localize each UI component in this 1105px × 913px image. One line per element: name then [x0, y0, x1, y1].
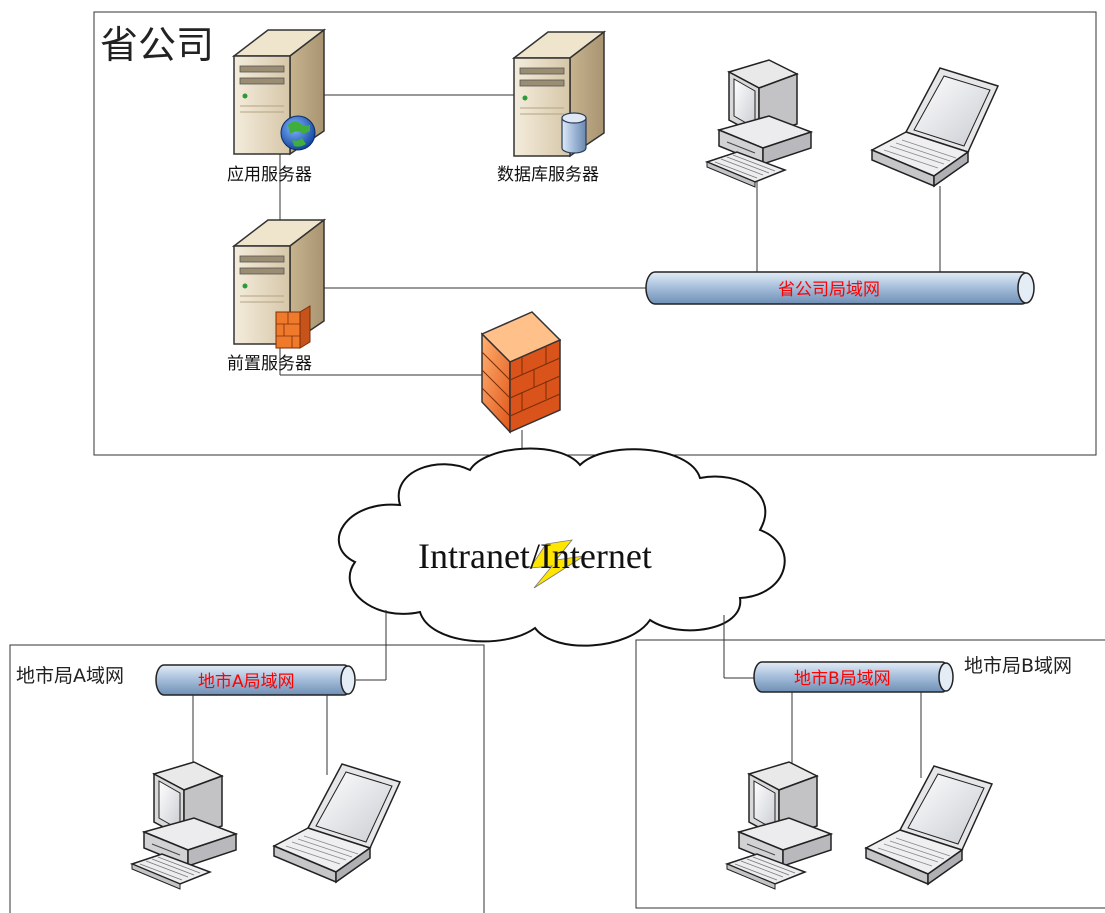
city-b-frame — [635, 639, 1105, 909]
database-server-label: 数据库服务器 — [497, 165, 599, 185]
province-desktop-icon[interactable] — [706, 59, 812, 188]
cloud-label: Intranet/Internet — [418, 536, 652, 576]
city-b-links — [791, 692, 922, 778]
province-lan-label: 省公司局域网 — [778, 280, 880, 300]
city-b-title: 地市局B域网 — [964, 655, 1072, 677]
city-b-lan-pipe — [753, 661, 954, 693]
database-server-icon[interactable] — [513, 31, 605, 157]
city-a-desktop-icon[interactable] — [131, 761, 237, 890]
city-b-lan-label: 地市B局域网 — [794, 669, 891, 689]
city-a-frame — [9, 644, 485, 913]
app-server-label: 应用服务器 — [227, 165, 312, 185]
firewall-icon[interactable] — [480, 311, 562, 434]
lightning-bolt-icon — [529, 539, 585, 589]
city-a-title: 地市局A域网 — [16, 665, 124, 687]
province-laptop-icon[interactable] — [871, 67, 999, 187]
province-lan-pipe — [645, 271, 1035, 305]
province-title: 省公司 — [100, 23, 214, 67]
city-a-lan-pipe — [155, 664, 356, 696]
city-a-lan-label: 地市A局域网 — [198, 672, 295, 692]
city-a-laptop-icon[interactable] — [273, 763, 401, 883]
app-server-icon[interactable] — [233, 29, 325, 155]
front-server-icon[interactable] — [233, 219, 325, 349]
city-a-links — [192, 695, 328, 775]
city-b-desktop-icon[interactable] — [726, 761, 832, 890]
front-server-label: 前置服务器 — [227, 354, 312, 374]
city-b-laptop-icon[interactable] — [865, 765, 993, 885]
